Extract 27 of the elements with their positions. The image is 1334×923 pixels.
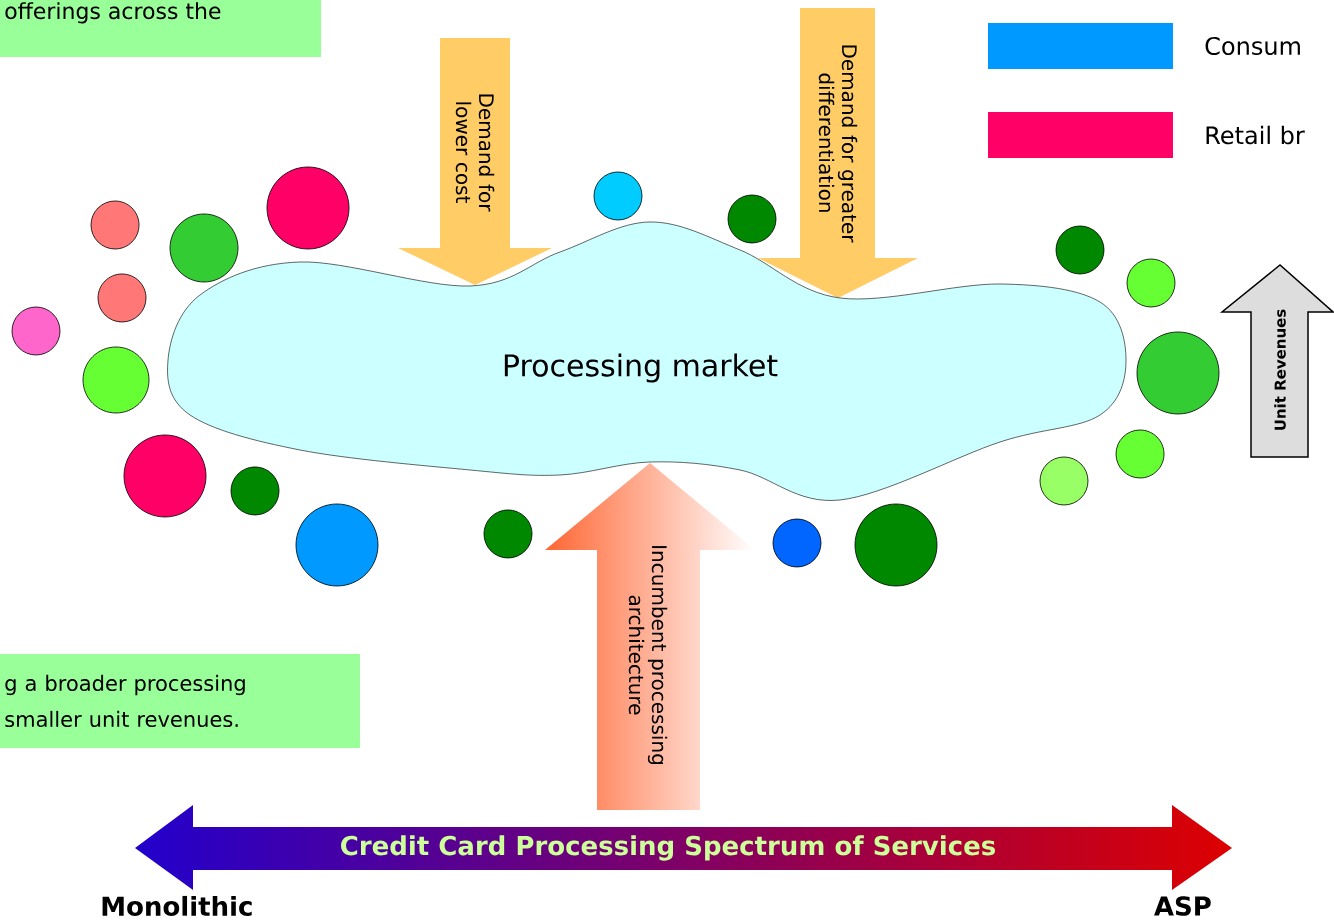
market-circle xyxy=(266,166,350,250)
market-circle xyxy=(97,273,147,323)
note-box: g a broader processing smaller unit revenues. xyxy=(0,654,360,748)
block-arrow: Incumbent processing architecture xyxy=(628,546,668,765)
market-circle xyxy=(90,200,140,250)
axis-end-label: ASP xyxy=(1154,896,1211,916)
market-circle xyxy=(169,213,239,283)
market-circle xyxy=(1115,429,1165,479)
legend-label: Retail br xyxy=(1206,125,1305,145)
market-circle xyxy=(123,434,207,518)
market-circle xyxy=(230,466,280,516)
market-circle xyxy=(82,346,150,414)
market-circle xyxy=(1039,456,1089,506)
legend-label: Consum xyxy=(1205,36,1300,56)
market-circle xyxy=(1055,225,1105,275)
market-circle xyxy=(1136,331,1220,415)
market-circle xyxy=(295,503,379,587)
double-arrow: Credit Card Processing Spectrum of Services xyxy=(341,835,995,861)
market-circle xyxy=(483,509,533,559)
market-circle xyxy=(1126,258,1176,308)
market-circle xyxy=(727,194,777,244)
axis-end-label: Monolithic xyxy=(102,895,252,917)
market-circle xyxy=(593,171,643,221)
note-box: offerings across the xyxy=(0,0,321,57)
market-circle xyxy=(772,518,822,568)
market-circle xyxy=(11,306,61,356)
market-circle xyxy=(854,503,938,587)
